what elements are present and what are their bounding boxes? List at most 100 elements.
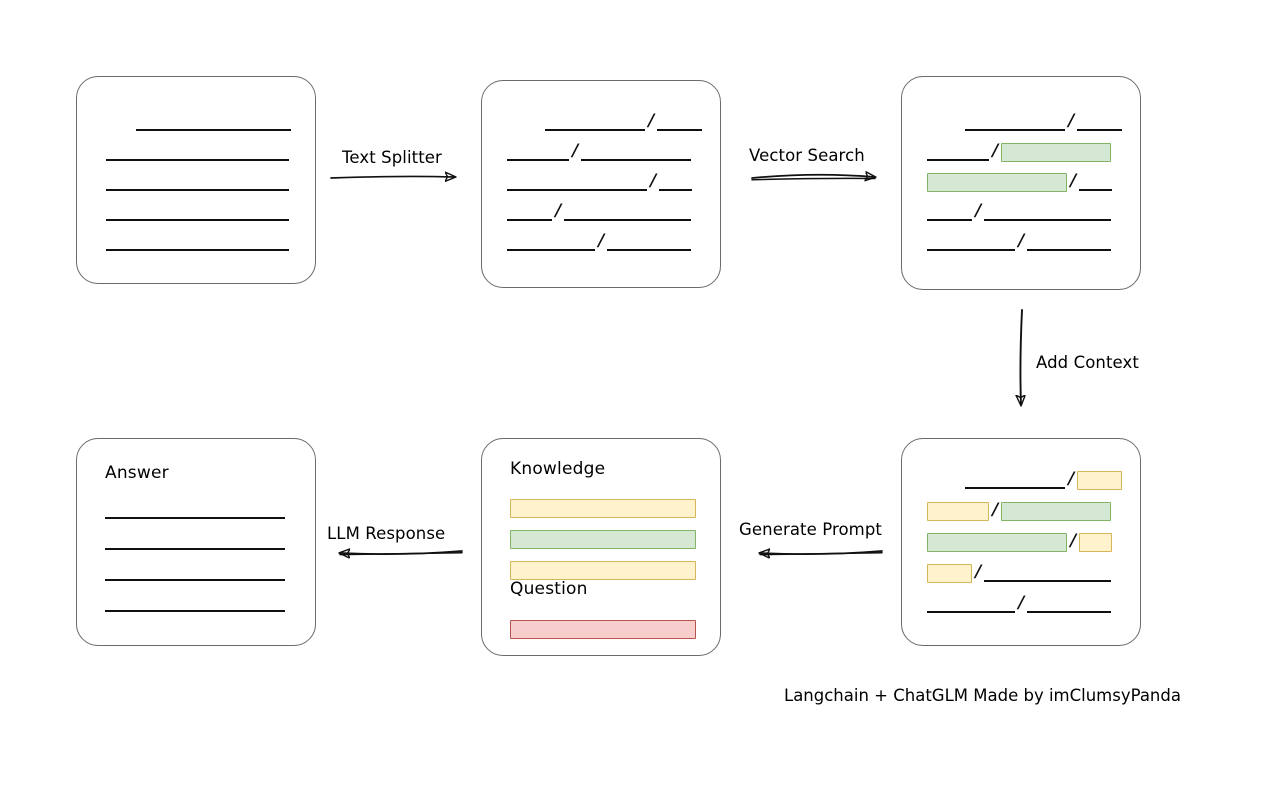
chunk-row: /: [965, 110, 1123, 133]
chunk-separator-slash: /: [1070, 170, 1077, 191]
box-context-chunks[interactable]: / / / / /: [901, 438, 1141, 646]
chunk-row: /: [927, 140, 1112, 163]
box-source-document[interactable]: [76, 76, 316, 284]
chunk-row: [105, 561, 285, 583]
chunk-row: [106, 141, 289, 163]
text-line: [136, 129, 291, 131]
text-line: [659, 189, 693, 191]
box-matched-chunks[interactable]: / / / / /: [901, 76, 1141, 290]
chunk-row: /: [507, 170, 693, 193]
chunk-separator-slash: /: [1068, 110, 1075, 131]
chunk-separator-slash: /: [598, 230, 605, 251]
text-line: [105, 548, 285, 550]
text-line: [507, 189, 647, 191]
chunk-row: [510, 559, 696, 581]
text-line: [927, 159, 989, 161]
chunk-row: /: [507, 140, 692, 163]
text-line: [507, 249, 595, 251]
chunk-row: /: [927, 561, 1112, 584]
chunk-chip-yellow: [1077, 470, 1123, 490]
chunk-separator-slash: /: [975, 200, 982, 221]
text-line: [1077, 129, 1123, 131]
arrow-add-context: [1020, 309, 1022, 405]
chunk-row: [105, 592, 285, 614]
text-line: [105, 610, 285, 612]
chunk-separator-slash: /: [1018, 592, 1025, 613]
chunk-row: [510, 528, 696, 550]
chunk-row: [106, 231, 289, 253]
chunk-row: [106, 201, 289, 223]
arrow-llm-response: [340, 551, 463, 555]
text-line: [927, 219, 972, 221]
text-line: [106, 219, 289, 221]
chunk-separator-slash: /: [992, 499, 999, 520]
text-line: [106, 249, 289, 251]
box-title2-prompt: Question: [510, 579, 588, 599]
text-line: [965, 129, 1065, 131]
chunk-chip-green: [1001, 142, 1112, 162]
chunk-separator-slash: /: [992, 140, 999, 161]
text-line: [927, 249, 1015, 251]
text-line: [607, 249, 692, 251]
chunk-row: /: [545, 110, 703, 133]
chunk-separator-slash: /: [555, 200, 562, 221]
chunk-chip-yellow: [1079, 532, 1113, 552]
chunk-chip-yellow: [927, 563, 972, 583]
chunk-row: [105, 530, 285, 552]
chunk-row: /: [965, 468, 1123, 491]
chunk-row: [510, 618, 696, 640]
chunk-chip-yellow: [510, 498, 696, 518]
text-line: [564, 219, 692, 221]
chunk-row: /: [507, 200, 692, 223]
chunk-row: /: [927, 592, 1112, 615]
chunk-chip-red: [510, 619, 696, 639]
box-split-chunks[interactable]: / / / / /: [481, 80, 721, 288]
chunk-separator-slash: /: [650, 170, 657, 191]
text-line: [965, 487, 1065, 489]
chunk-chip-green: [927, 532, 1067, 552]
chunk-row: /: [507, 230, 692, 253]
edge-label-add-context: Add Context: [1036, 353, 1139, 372]
chunk-row: [510, 497, 696, 519]
text-line: [106, 159, 289, 161]
chunk-row: /: [927, 170, 1113, 193]
chunk-row: /: [927, 200, 1112, 223]
chunk-separator-slash: /: [1068, 468, 1075, 489]
text-line: [105, 579, 285, 581]
chunk-separator-slash: /: [572, 140, 579, 161]
box-answer[interactable]: Answer: [76, 438, 316, 646]
text-line: [927, 611, 1015, 613]
chunk-row: [106, 171, 289, 193]
edge-label-text-splitter: Text Splitter: [342, 148, 442, 167]
text-line: [1079, 189, 1113, 191]
text-line: [1027, 611, 1112, 613]
chunk-row: [105, 499, 285, 521]
text-line: [1027, 249, 1112, 251]
text-line: [984, 580, 1112, 582]
credit-text: Langchain + ChatGLM Made by imClumsyPand…: [784, 686, 1181, 705]
text-line: [545, 129, 645, 131]
chunk-separator-slash: /: [975, 561, 982, 582]
box-title-answer: Answer: [105, 463, 169, 483]
edge-label-generate-prompt: Generate Prompt: [739, 520, 882, 539]
text-line: [507, 159, 569, 161]
arrow-vector-search: [751, 175, 875, 180]
arrow-generate-prompt: [760, 551, 883, 555]
chunk-separator-slash: /: [648, 110, 655, 131]
chunk-row: /: [927, 231, 1112, 253]
chunk-chip-green: [510, 529, 696, 549]
text-line: [507, 219, 552, 221]
chunk-chip-yellow: [510, 560, 696, 580]
chunk-separator-slash: /: [1070, 530, 1077, 551]
edge-label-llm-response: LLM Response: [327, 524, 446, 543]
text-line: [984, 219, 1112, 221]
chunk-row: /: [927, 499, 1112, 522]
edge-label-vector-search: Vector Search: [749, 146, 865, 165]
text-line: [581, 159, 692, 161]
text-line: [657, 129, 703, 131]
box-title-prompt: Knowledge: [510, 459, 606, 479]
chunk-chip-green: [927, 172, 1067, 192]
text-line: [106, 189, 289, 191]
